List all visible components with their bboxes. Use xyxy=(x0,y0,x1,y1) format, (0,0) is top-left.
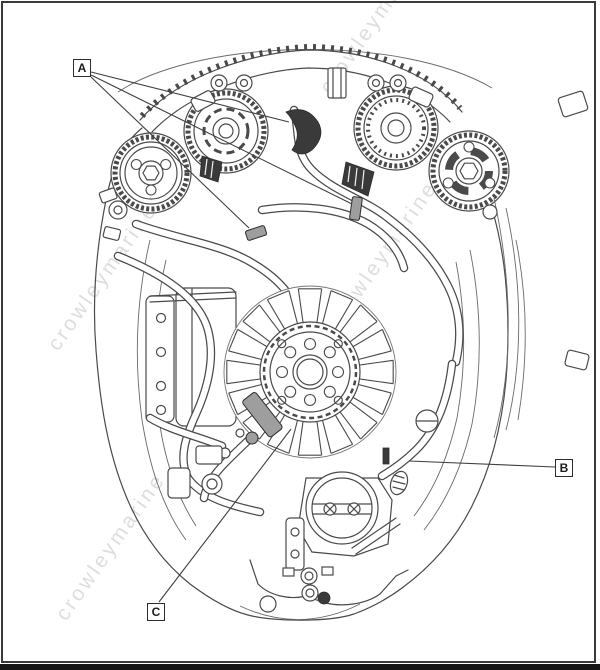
leader-a-3 xyxy=(90,76,250,229)
watermark-text: crowleymarine xyxy=(43,199,162,355)
leader-lines xyxy=(90,71,556,603)
flywheel-stator xyxy=(223,285,397,459)
watermark-text: crowleymarine xyxy=(51,469,170,625)
callout-a: A xyxy=(73,59,91,77)
leader-b xyxy=(408,460,556,468)
knurled-sensor xyxy=(389,470,409,496)
ignition-coil-boot xyxy=(285,109,322,155)
leader-a-2 xyxy=(90,74,353,205)
sensor-pin xyxy=(382,447,390,465)
wire-loom xyxy=(199,155,223,183)
leader-c xyxy=(158,428,292,603)
right-exhaust-sprocket xyxy=(353,85,439,171)
left-cam-sprocket xyxy=(110,132,192,214)
top-brackets xyxy=(190,67,434,112)
wire-loom xyxy=(341,161,375,197)
highlighted-parts xyxy=(199,109,409,496)
bottom-bracket xyxy=(249,517,409,613)
callout-c-label: C xyxy=(151,605,161,619)
callout-b-label: B xyxy=(559,461,569,475)
callout-b: B xyxy=(555,459,573,477)
pulser-coil xyxy=(242,392,283,445)
bottom-bar xyxy=(0,664,600,670)
hose-joint-collar xyxy=(244,225,268,241)
leader-a-1 xyxy=(90,71,290,123)
hose-joint-collar xyxy=(349,196,363,221)
right-cam-sprocket xyxy=(428,130,510,212)
throttle-screw xyxy=(323,502,337,516)
left-side-parts xyxy=(98,187,245,499)
callout-c: C xyxy=(147,603,165,621)
cylinder-head-left xyxy=(145,287,237,427)
callout-a-label: A xyxy=(77,61,87,75)
throttle-screw xyxy=(347,502,361,516)
right-cover-ribs xyxy=(482,90,590,439)
